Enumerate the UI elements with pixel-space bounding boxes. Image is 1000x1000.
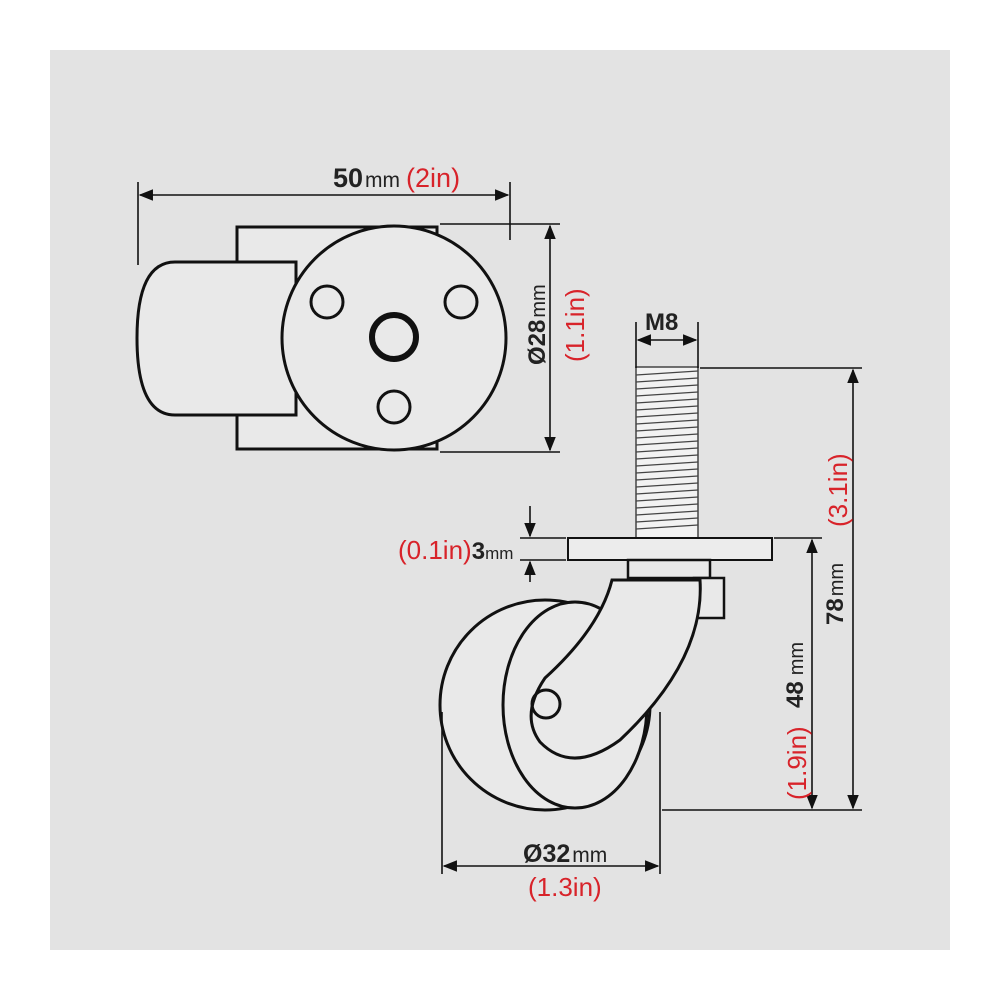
width-unit: mm: [365, 169, 400, 192]
threaded-stem: [635, 366, 699, 539]
svg-text:48mm: 48 mm: [782, 642, 809, 708]
svg-text:50mm(2in): 50mm (2in): [333, 163, 460, 193]
plate-diameter-inch: (1.1in): [560, 288, 590, 362]
center-hole: [369, 312, 419, 362]
wheel-diameter-inch: (1.3in): [528, 872, 602, 902]
svg-text:Ø28mm: Ø28 mm: [524, 284, 551, 365]
axle-hole: [530, 688, 562, 720]
width-value: 50: [333, 163, 363, 193]
wheel-diameter-unit: mm: [572, 844, 607, 867]
total-height-inch: (3.1in): [823, 453, 853, 527]
plate-diameter-unit: mm: [528, 284, 550, 317]
width-dimension: 50mm (2in): [137, 163, 511, 265]
stem-threads: [635, 370, 699, 530]
mounting-hole-bottom: [376, 389, 412, 425]
swivel-bearing: [626, 558, 712, 580]
plate-thickness-value: 3: [472, 538, 485, 565]
mounting-hole-right: [443, 284, 479, 320]
total-height-dimension: 78mm (3.1in): [662, 367, 862, 811]
thread-value: M8: [645, 309, 678, 336]
mounting-hole-left: [309, 284, 345, 320]
wheel-height-inch: (1.9in): [782, 726, 812, 800]
svg-text:78mm: 78mm: [822, 563, 849, 625]
plate-diameter-dimension: Ø28 mm (1.1in): [440, 223, 590, 453]
wheel-diameter-dimension: Ø32mm (1.3in): [441, 712, 661, 902]
plate-thickness-unit: mm: [485, 544, 513, 563]
thread-dimension: M8: [635, 309, 699, 368]
side-view: [438, 366, 773, 812]
plate-thickness-dimension: (0.1in)3mm: [398, 506, 566, 582]
total-height-unit: mm: [826, 563, 848, 596]
wheel-height-unit: mm: [786, 642, 808, 675]
plate-diameter-value: Ø28: [524, 320, 551, 365]
total-height-value: 78: [822, 598, 849, 625]
wheel-height-value: 48: [782, 681, 809, 708]
width-inch: (2in): [406, 163, 460, 193]
svg-text:Ø32mm: Ø32mm: [523, 840, 607, 868]
mounting-plate: [567, 537, 773, 561]
plate-thickness-inch: (0.1in): [398, 535, 472, 565]
wheel-height-dimension: 48 mm (1.9in): [774, 537, 822, 810]
top-view-mounting-plate: [280, 224, 508, 452]
svg-text:(0.1in)3mm: (0.1in)3mm: [398, 535, 513, 565]
top-view-wheel: [135, 260, 298, 417]
fork-arm: [529, 578, 702, 760]
top-view: [135, 224, 508, 452]
wheel-diameter-value: Ø32: [523, 840, 570, 868]
